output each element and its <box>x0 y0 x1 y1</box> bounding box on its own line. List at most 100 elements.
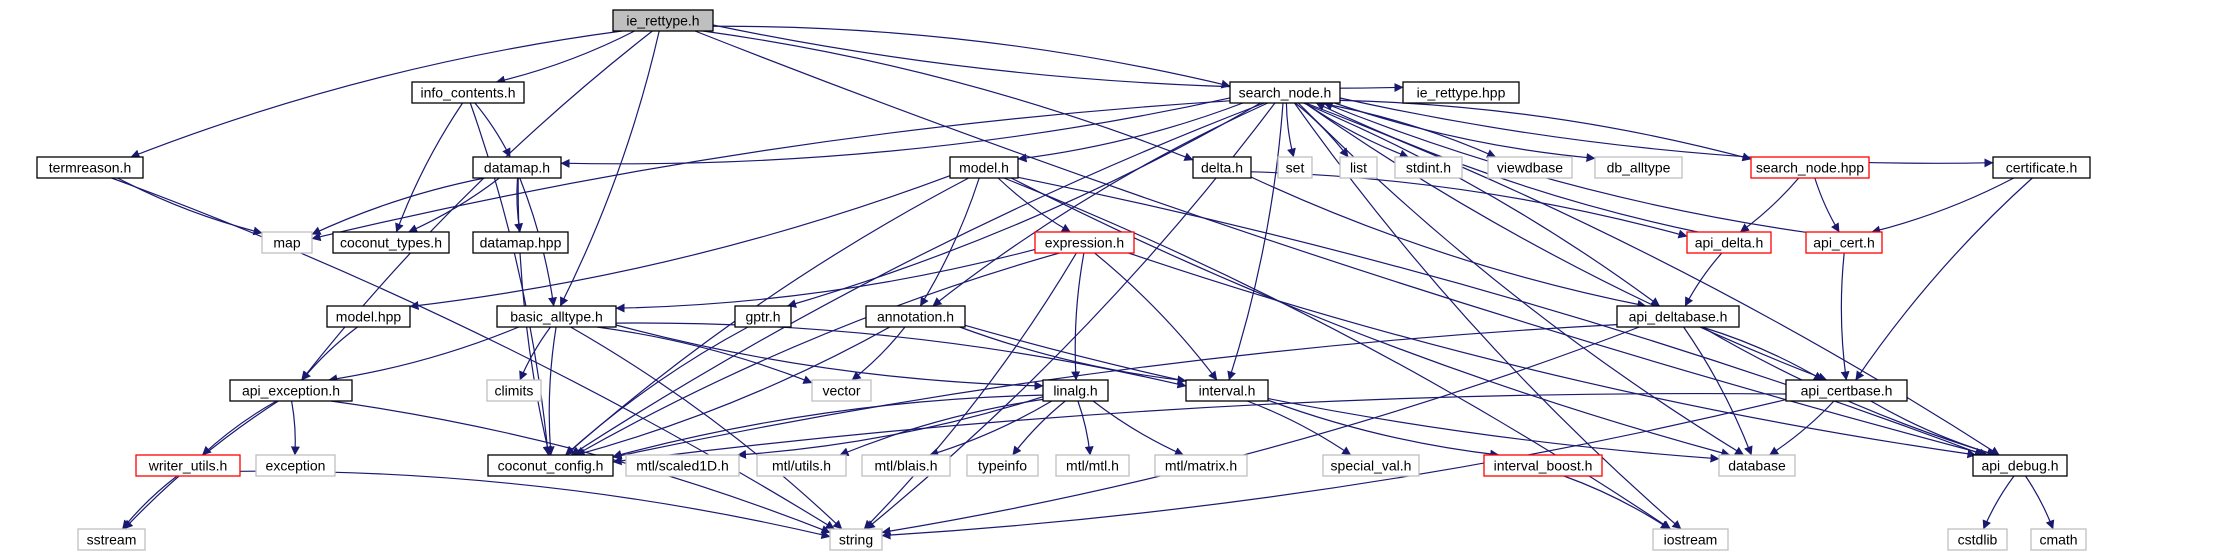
node-list: list <box>1339 156 1378 179</box>
edge-search_node_h-to-db_alltype <box>1334 102 1596 163</box>
edge-model_hpp-to-api_exception_h <box>301 326 358 381</box>
node-label: set <box>1286 160 1305 176</box>
node-api-deltabase-h[interactable]: api_deltabase.h <box>1616 305 1740 328</box>
node-label: map <box>273 235 300 251</box>
node-search-node-hpp[interactable]: search_node.hpp <box>1750 156 1870 179</box>
node-box <box>625 454 740 477</box>
node-box <box>1805 231 1883 254</box>
edge-interval_h-to-special_val_h <box>1246 400 1352 456</box>
node-box <box>1277 156 1313 179</box>
node-label: expression.h <box>1045 235 1124 251</box>
node-box <box>1785 379 1908 402</box>
node-model-hpp[interactable]: model.hpp <box>326 305 411 328</box>
node-box <box>1947 528 2008 551</box>
edge-annotation_h-to-database <box>964 324 1720 463</box>
node-box <box>1034 231 1135 254</box>
node-label: sstream <box>87 532 137 548</box>
node-box <box>829 528 883 551</box>
node-ie-rettype-hpp[interactable]: ie_rettype.hpp <box>1402 81 1520 104</box>
node-viewdbase: viewdbase <box>1487 156 1573 179</box>
node-label: basic_alltype.h <box>510 309 603 325</box>
node-box <box>1154 454 1248 477</box>
node-basic-alltype-h[interactable]: basic_alltype.h <box>496 305 617 328</box>
node-label: api_debug.h <box>1981 458 2058 474</box>
node-label: db_alltype <box>1607 160 1671 176</box>
node-delta-h[interactable]: delta.h <box>1192 156 1252 179</box>
node-label: termreason.h <box>49 160 131 176</box>
edge-search_node_h-to-map <box>311 100 1231 242</box>
node-box <box>36 156 144 179</box>
node-ie-rettype-h[interactable]: ie_rettype.h <box>612 9 714 32</box>
node-api-delta-h[interactable]: api_delta.h <box>1686 231 1772 254</box>
edge-model_h-to-annotation_h <box>919 177 980 307</box>
node-mtl-utils-h: mtl/utils.h <box>756 454 847 477</box>
edge-api_certbase_h-to-coconut_config_h <box>612 392 1787 466</box>
edge-delta_h-to-api_deltabase_h <box>1250 176 1647 309</box>
node-label: mtl/utils.h <box>772 458 831 474</box>
edge-annotation_h-to-interval_h <box>959 326 1187 385</box>
edge-expression_h-to-coconut_config_h <box>575 252 1060 456</box>
node-label: list <box>1350 160 1367 176</box>
node-box <box>1322 454 1420 477</box>
node-label: mtl/scaled1D.h <box>636 458 729 474</box>
edge-model_h-to-api_debug_h <box>1017 176 1984 457</box>
node-box <box>472 231 569 254</box>
edge-api_exception_h-to-writer_utils_h <box>201 400 277 456</box>
node-info-contents-h[interactable]: info_contents.h <box>411 81 525 104</box>
node-api-debug-h[interactable]: api_debug.h <box>1972 454 2068 477</box>
node-db-alltype: db_alltype <box>1594 156 1683 179</box>
edge-ie_rettype_h-to-basic_alltype_h <box>559 30 660 307</box>
node-label: mtl/matrix.h <box>1165 458 1237 474</box>
node-label: special_val.h <box>1331 458 1412 474</box>
edge-api_deltabase_h-to-string <box>881 326 1640 536</box>
edge-search_node_h-to-interval_h <box>1227 102 1284 381</box>
node-label: cstdlib <box>1958 532 1998 548</box>
node-iostream: iostream <box>1652 528 1729 551</box>
node-box <box>1992 156 2091 179</box>
edge-model_h-to-database <box>1010 177 1731 458</box>
node-writer-utils-h[interactable]: writer_utils.h <box>135 454 241 477</box>
node-gptr-h[interactable]: gptr.h <box>734 305 792 328</box>
edge-search_node_h-to-viewdbase <box>1319 102 1497 158</box>
edge-interval_boost_h-to-iostream <box>1563 475 1670 530</box>
edge-linalg_h-to-mtl_blais_h <box>929 400 1053 457</box>
node-coconut-config-h[interactable]: coconut_config.h <box>487 454 614 477</box>
node-datamap-hpp[interactable]: datamap.hpp <box>472 231 569 254</box>
node-box <box>1594 156 1683 179</box>
node-box <box>1042 379 1109 402</box>
edge-expression_h-to-linalg_h <box>1071 252 1085 381</box>
node-expression-h[interactable]: expression.h <box>1034 231 1135 254</box>
node-coconut-types-h[interactable]: coconut_types.h <box>332 231 450 254</box>
node-label: datamap.h <box>484 160 550 176</box>
node-annotation-h[interactable]: annotation.h <box>865 305 966 328</box>
node-interval-boost-h[interactable]: interval_boost.h <box>1483 454 1603 477</box>
node-api-cert-h[interactable]: api_cert.h <box>1805 231 1883 254</box>
node-label: api_cert.h <box>1813 235 1874 251</box>
node-api-exception-h[interactable]: api_exception.h <box>229 379 353 402</box>
edge-search_node_h-to-coconut_config_h <box>570 102 1265 456</box>
edge-api_certbase_h-to-string <box>881 399 1787 540</box>
edge-api_debug_h-to-cstdlib <box>1982 475 2015 530</box>
node-box <box>411 81 525 104</box>
edge-search_node_h-to-api_certbase_h <box>1304 102 1828 382</box>
edge-writer_utils_h-to-string <box>239 470 831 540</box>
edge-expression_h-to-interval_h <box>1094 252 1218 381</box>
node-termreason-h[interactable]: termreason.h <box>36 156 144 179</box>
node-mtl-mtl-h: mtl/mtl.h <box>1055 454 1130 477</box>
edge-linalg_h-to-typeinfo <box>1012 400 1066 456</box>
node-model-h[interactable]: model.h <box>949 156 1019 179</box>
edge-interval_h-to-interval_boost_h <box>1267 399 1500 459</box>
edge-basic_alltype_h-to-coconut_config_h <box>545 326 557 456</box>
node-api-certbase-h[interactable]: api_certbase.h <box>1785 379 1908 402</box>
node-datamap-h[interactable]: datamap.h <box>472 156 562 179</box>
node-label: coconut_types.h <box>340 235 442 251</box>
node-search-node-h[interactable]: search_node.h <box>1229 81 1341 104</box>
node-box <box>1339 156 1378 179</box>
edge-info_contents_h-to-datamap_h <box>474 102 511 158</box>
node-certificate-h[interactable]: certificate.h <box>1992 156 2091 179</box>
node-box <box>472 156 562 179</box>
node-label: delta.h <box>1201 160 1243 176</box>
node-interval-h[interactable]: interval.h <box>1185 379 1269 402</box>
node-linalg-h[interactable]: linalg.h <box>1042 379 1109 402</box>
